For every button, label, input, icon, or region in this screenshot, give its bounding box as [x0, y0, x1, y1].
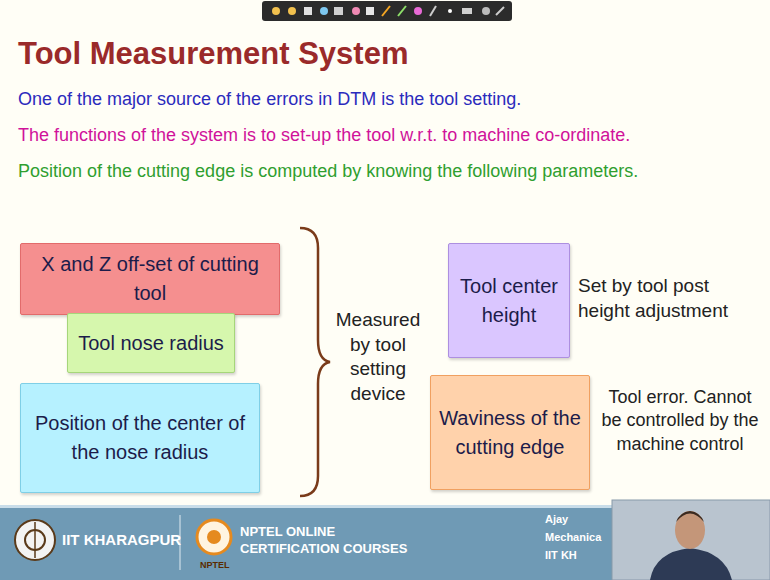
box-text: X and Z off-set of cutting tool [29, 250, 271, 308]
nptel-logo [197, 520, 231, 554]
parameter-box: X and Z off-set of cutting tool [20, 243, 280, 315]
box-text: Waviness of the cutting edge [439, 404, 581, 462]
footer-text: Mechanica [545, 530, 601, 544]
curly-brace [300, 228, 330, 496]
statement-text: Position of the cutting edge is computed… [18, 160, 638, 183]
note-text: Set by tool post height adjustment [578, 274, 758, 323]
parameter-box: Tool center height [448, 243, 570, 358]
note-text: Tool error. Cannot be controlled by the … [597, 386, 763, 456]
parameter-box: Tool nose radius [67, 313, 235, 373]
footer-text: IIT KH [545, 548, 577, 562]
box-text: Position of the center of the nose radiu… [29, 409, 251, 467]
footer-text: NPTEL ONLINE CERTIFICATION COURSES [240, 524, 430, 558]
footer-text: IIT KHARAGPUR [62, 530, 181, 550]
annotation-toolbar [262, 1, 512, 21]
logo-text: NPTEL [200, 560, 230, 572]
iit-logo [15, 520, 55, 560]
statement-text: The functions of the system is to set-up… [18, 124, 630, 147]
parameter-box: Waviness of the cutting edge [430, 375, 590, 490]
parameter-box: Position of the center of the nose radiu… [20, 383, 260, 493]
box-text: Tool center height [457, 272, 561, 330]
statement-text: One of the major source of the errors in… [18, 88, 521, 111]
presenter-video [612, 500, 770, 580]
note-text: Measured by tool setting device [332, 308, 424, 407]
slide-title: Tool Measurement System [18, 34, 408, 74]
box-text: Tool nose radius [78, 329, 224, 358]
footer-text: Ajay [545, 512, 568, 526]
